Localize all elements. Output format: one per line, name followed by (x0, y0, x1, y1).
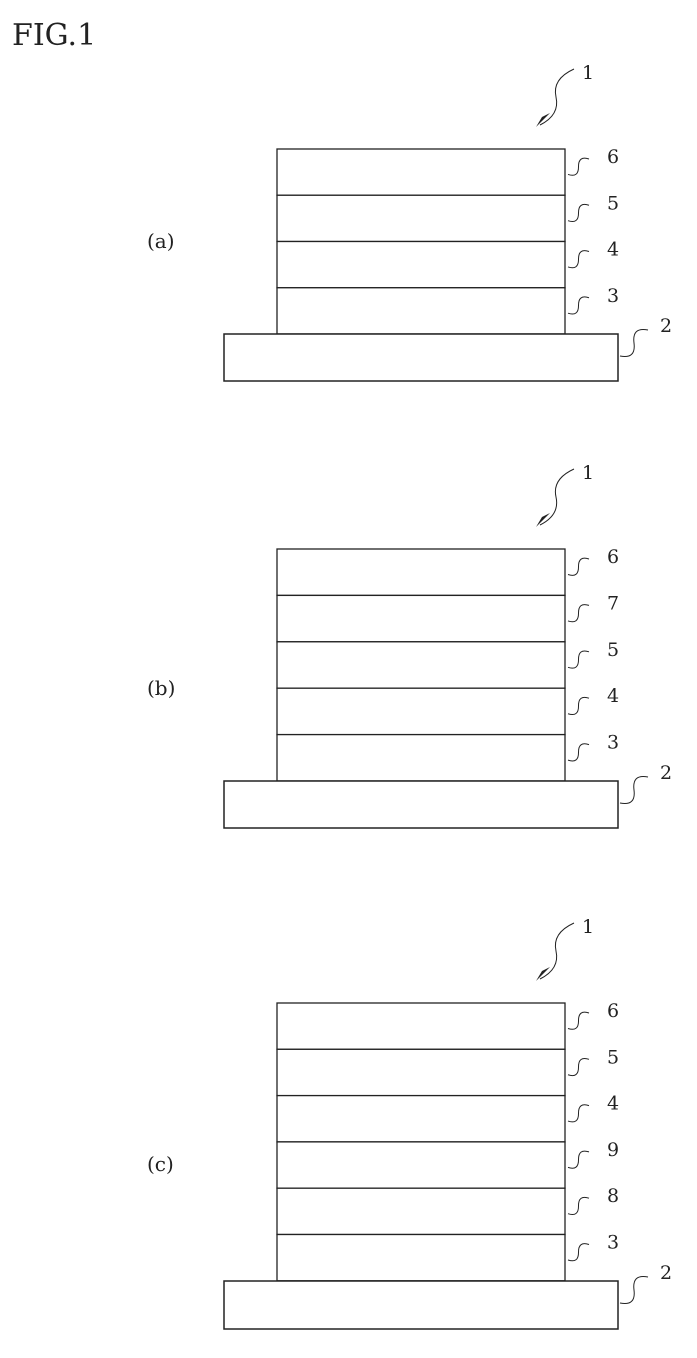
layer-3 (277, 288, 565, 334)
layer-ref-numeral: 5 (607, 192, 619, 214)
layer-8 (277, 1188, 565, 1234)
layer-5 (277, 642, 565, 688)
leader-line (568, 204, 589, 221)
layer-6 (277, 549, 565, 595)
device-ref-numeral: 1 (582, 462, 594, 484)
layer-4 (277, 242, 565, 288)
panel-label: (c) (147, 1152, 174, 1176)
panel-a: (a) 6 5 4 3 2 1 (147, 62, 672, 381)
leader-line (568, 558, 589, 575)
leader-line (568, 1105, 589, 1122)
device-ref-numeral: 1 (582, 62, 594, 84)
leader-line (568, 158, 589, 175)
leader-line (568, 1244, 589, 1261)
layer-4 (277, 688, 565, 734)
layer-ref-numeral: 5 (607, 1046, 619, 1068)
layer-4 (277, 1096, 565, 1142)
leader-line (568, 744, 589, 761)
layer-3 (277, 735, 565, 781)
leader-line (620, 776, 648, 803)
layer-5 (277, 195, 565, 241)
layer-ref-numeral: 3 (607, 1232, 619, 1254)
panel-label: (a) (147, 229, 175, 253)
substrate-ref-numeral: 2 (660, 762, 672, 784)
layer-6 (277, 149, 565, 195)
device-ref-numeral: 1 (582, 916, 594, 938)
layer-ref-numeral: 6 (607, 1000, 619, 1022)
substrate-ref-numeral: 2 (660, 315, 672, 337)
panel-c: (c) 6 5 4 9 8 3 2 1 (147, 916, 672, 1329)
layer-ref-numeral: 7 (607, 592, 619, 614)
layer-ref-numeral: 9 (607, 1139, 619, 1161)
layer-5 (277, 1049, 565, 1095)
leader-line (568, 297, 589, 314)
leader-line (568, 1197, 589, 1214)
layer-3 (277, 1235, 565, 1281)
panel-b: (b) 6 7 5 4 3 2 1 (147, 462, 672, 828)
leader-line (620, 1276, 648, 1303)
layer-ref-numeral: 6 (607, 546, 619, 568)
panel-label: (b) (147, 676, 175, 700)
substrate (224, 334, 618, 381)
layer-ref-numeral: 4 (607, 239, 619, 261)
substrate (224, 781, 618, 828)
leader-line (568, 1012, 589, 1029)
leader-line (568, 1058, 589, 1075)
layer-ref-numeral: 3 (607, 732, 619, 754)
substrate (224, 1281, 618, 1329)
leader-line (568, 1151, 589, 1168)
layer-ref-numeral: 4 (607, 685, 619, 707)
layer-6 (277, 1003, 565, 1049)
leader-line (568, 251, 589, 268)
leader-line (568, 697, 589, 714)
leader-line (568, 651, 589, 668)
layer-ref-numeral: 5 (607, 639, 619, 661)
leader-line (568, 605, 589, 622)
leader-line (620, 329, 648, 356)
substrate-ref-numeral: 2 (660, 1262, 672, 1284)
layer-ref-numeral: 4 (607, 1093, 619, 1115)
layer-7 (277, 595, 565, 641)
layer-ref-numeral: 3 (607, 285, 619, 307)
layer-9 (277, 1142, 565, 1188)
layer-ref-numeral: 8 (607, 1185, 619, 1207)
layer-ref-numeral: 6 (607, 146, 619, 168)
